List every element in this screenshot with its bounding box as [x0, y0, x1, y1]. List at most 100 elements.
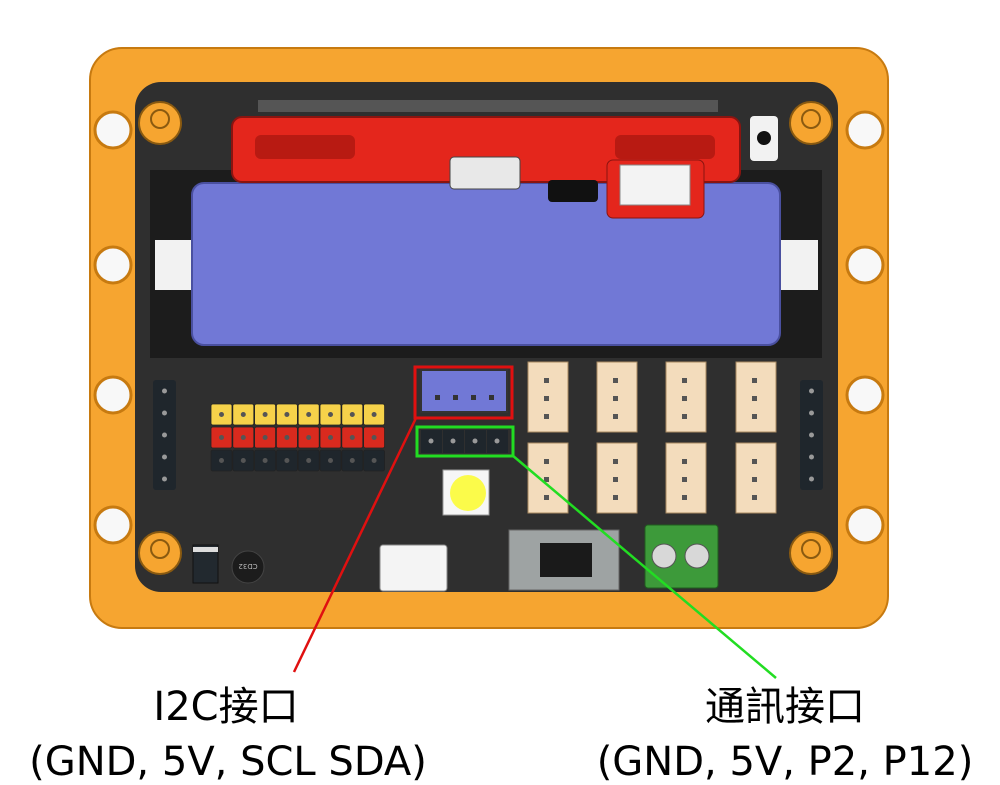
mounting-hole-ring — [801, 109, 821, 129]
grove-pin — [682, 396, 687, 401]
module-button — [548, 180, 598, 202]
pin-hole — [328, 435, 333, 440]
side-headers — [153, 380, 823, 490]
header-pin — [809, 388, 814, 394]
pin-hole — [262, 458, 268, 463]
pin-hole — [240, 412, 246, 417]
screw-right — [684, 543, 710, 569]
i2c-pin — [453, 395, 458, 400]
pin-hole — [284, 435, 290, 440]
grove-pin — [752, 396, 757, 401]
rgb-led-lens — [450, 475, 486, 511]
frame-bump — [93, 245, 133, 285]
grove-pin — [544, 378, 549, 383]
mounting-hole — [138, 101, 182, 145]
header-pin — [162, 432, 167, 438]
mounting-hole — [789, 531, 833, 575]
pin-hole — [306, 458, 312, 463]
i2c-label-title: I2C接口 — [153, 684, 298, 730]
comm-pin — [472, 438, 478, 444]
inductor-marking: CD32 — [238, 562, 257, 570]
battery-clip-right — [780, 240, 818, 290]
grove-pin — [544, 495, 549, 500]
pin-hole — [306, 412, 312, 417]
module-slot-right — [615, 135, 715, 159]
comm-label-title: 通訊接口 — [705, 684, 865, 730]
header-pin — [809, 432, 814, 438]
i2c-connector — [420, 369, 508, 413]
pin-hole — [219, 412, 224, 417]
header-pin — [162, 410, 167, 416]
header-pin — [809, 454, 814, 460]
pin-hole — [349, 458, 355, 463]
header-pin — [162, 476, 167, 482]
frame-bump — [93, 375, 133, 415]
battery-connector — [619, 164, 691, 206]
io-pin-rows — [210, 403, 386, 472]
inductor — [231, 550, 265, 584]
i2c-pin — [471, 395, 476, 400]
i2c-leader-line — [292, 417, 418, 673]
pin-hole — [306, 435, 312, 440]
pin-hole — [240, 435, 246, 440]
frame-bump — [93, 110, 133, 150]
pin-hole — [262, 412, 268, 417]
comm-highlight-box — [415, 425, 515, 458]
mounting-hole-ring — [150, 109, 170, 129]
pin-hole — [240, 458, 246, 463]
comm-header-pins — [421, 430, 508, 453]
frame-bump — [93, 505, 133, 545]
module-slot-left — [255, 135, 355, 159]
grove-pin — [544, 414, 549, 419]
frame-bump — [845, 505, 885, 545]
pin-hole — [371, 458, 377, 463]
pin-hole — [371, 412, 377, 417]
comm-pin — [494, 438, 500, 444]
micro-usb-port — [449, 156, 521, 190]
grove-pin — [544, 396, 549, 401]
grove-pin — [682, 477, 687, 482]
comm-leader-line — [511, 454, 777, 679]
grove-pin — [613, 396, 618, 401]
grove-pin — [544, 477, 549, 482]
power-switch-knob — [540, 543, 592, 577]
grove-pin — [752, 495, 757, 500]
grove-pin — [752, 414, 757, 419]
i2c-pin — [489, 395, 494, 400]
mounting-holes — [138, 101, 833, 575]
grove-pin — [544, 459, 549, 464]
diode-band — [193, 547, 218, 552]
pin-hole — [328, 458, 333, 463]
frame-bump — [845, 110, 885, 150]
mounting-hole — [789, 101, 833, 145]
grove-pin — [682, 414, 687, 419]
grove-pin — [682, 459, 687, 464]
pin-hole — [284, 412, 290, 417]
frame-bump — [845, 375, 885, 415]
i2c-connector-pins — [435, 395, 494, 400]
mounting-hole-ring — [150, 539, 170, 559]
grove-pin — [613, 414, 618, 419]
mounting-hole — [138, 531, 182, 575]
pin-hole — [349, 435, 355, 440]
pin-hole — [349, 412, 355, 417]
header-strip — [258, 100, 718, 112]
comm-pin — [428, 438, 434, 444]
pin-hole — [219, 458, 224, 463]
grove-connectors — [527, 361, 777, 514]
screw-terminal — [644, 524, 719, 589]
pin-hole — [284, 458, 290, 463]
reset-button-cap — [757, 131, 771, 145]
pin-hole — [219, 435, 224, 440]
pin-hole — [262, 435, 268, 440]
grove-pin — [752, 378, 757, 383]
i2c-highlight-box — [413, 365, 514, 420]
i2c-pin — [435, 395, 440, 400]
pin-hole — [371, 435, 377, 440]
comm-label-pins: (GND, 5V, P2, P12) — [597, 739, 974, 785]
grove-pin — [613, 459, 618, 464]
comm-pin — [450, 438, 456, 444]
header-pin — [809, 410, 814, 416]
grove-pin — [613, 495, 618, 500]
